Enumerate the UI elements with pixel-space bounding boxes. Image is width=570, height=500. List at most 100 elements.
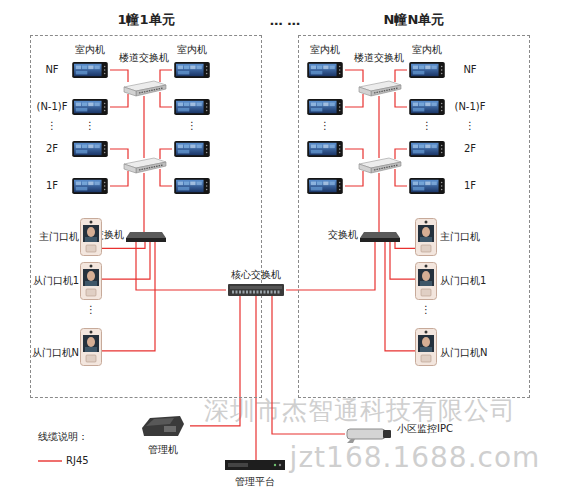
device-label: 主门口机 bbox=[38, 230, 79, 244]
diagram-label: (N-1)F bbox=[454, 102, 485, 112]
cable-wire bbox=[160, 92, 172, 107]
diagram-label: NF bbox=[463, 65, 476, 75]
device-node: 从门口机N bbox=[415, 328, 493, 366]
device-icon bbox=[345, 426, 395, 444]
indoor-monitor bbox=[72, 141, 108, 157]
device-label: 管理机 bbox=[136, 443, 190, 457]
cable-wire bbox=[110, 70, 128, 82]
device-symbol bbox=[416, 219, 437, 256]
device-icon bbox=[80, 262, 102, 300]
diagram-label: ⋮ bbox=[86, 305, 96, 315]
device-node: 主门口机 bbox=[38, 218, 102, 256]
device-label: 管理平台 bbox=[224, 475, 286, 489]
legend-text: RJ45 bbox=[66, 456, 89, 466]
cable-wire bbox=[160, 70, 172, 82]
diagram-label: (N-1)F bbox=[36, 102, 67, 112]
cable-line bbox=[102, 242, 150, 279]
watermark-text: 深圳市杰智通科技有限公司 bbox=[204, 398, 516, 423]
device-node: 从门口机N bbox=[30, 328, 102, 366]
device-label: 核心交换机 bbox=[216, 268, 296, 282]
indoor-monitor bbox=[72, 178, 108, 194]
legend-line-sample bbox=[38, 460, 62, 461]
cable-line bbox=[190, 296, 240, 426]
cable-line bbox=[390, 242, 415, 279]
cable-wire bbox=[160, 149, 172, 159]
device-label: 小区监控IPC bbox=[397, 422, 457, 436]
device-node: 主门口机 bbox=[415, 218, 485, 256]
diagram-label: 室内机 bbox=[75, 45, 105, 55]
device-node: 交换机 bbox=[92, 228, 166, 242]
unit-box: 1幢1单元交换机主门口机从门口机1 从门口机N bbox=[30, 8, 262, 398]
watermark-text: jzt168.1688.com bbox=[290, 444, 541, 472]
cable-line bbox=[136, 242, 226, 290]
diagram-label: 室内机 bbox=[412, 45, 442, 55]
device-icon bbox=[415, 262, 437, 300]
diagram-label: … … bbox=[270, 14, 301, 27]
corridor-switch bbox=[124, 158, 166, 173]
device-label: 从门口机N bbox=[30, 346, 79, 360]
diagram-label: 线缆说明： bbox=[38, 432, 88, 442]
diagram-label: 1F bbox=[46, 181, 58, 191]
cable-line bbox=[385, 242, 415, 351]
unit-dashed-border bbox=[298, 35, 530, 398]
device-node: 管理机 bbox=[136, 414, 190, 458]
diagram-label: ⋮ bbox=[85, 121, 95, 131]
device-icon bbox=[80, 218, 102, 256]
diagram-label: 2F bbox=[46, 144, 58, 154]
diagram-label: 1F bbox=[464, 181, 476, 191]
unit-dashed-border bbox=[30, 35, 262, 398]
diagram-label: 室内机 bbox=[177, 45, 207, 55]
cable-wire bbox=[110, 94, 128, 107]
device-node: 从门口机1 bbox=[30, 262, 102, 300]
device-icon bbox=[228, 284, 284, 296]
device-label: 从门口机1 bbox=[30, 274, 79, 288]
diagram-label: ⋮ bbox=[187, 121, 197, 131]
device-node: 交换机 bbox=[326, 228, 400, 242]
cable-wire bbox=[160, 169, 172, 186]
unit-artwork-copy bbox=[307, 62, 445, 232]
device-icon bbox=[126, 232, 166, 242]
device-symbol bbox=[228, 284, 284, 296]
cable-line bbox=[255, 296, 256, 460]
diagram-label: 室内机 bbox=[310, 45, 340, 55]
unit-heading: 1幢1单元 bbox=[30, 12, 262, 28]
diagram-label: ⋮ bbox=[47, 121, 57, 131]
device-label: 交换机 bbox=[326, 228, 358, 242]
indoor-monitor bbox=[174, 141, 210, 157]
device-symbol bbox=[347, 429, 391, 443]
device-icon bbox=[80, 328, 102, 366]
device-symbol bbox=[81, 263, 102, 300]
cable-line bbox=[286, 242, 375, 290]
cable-line bbox=[272, 296, 345, 434]
device-node: 从门口机1 bbox=[415, 262, 493, 300]
device-icon bbox=[360, 232, 400, 242]
diagram-label: 楼道交换机 bbox=[119, 53, 169, 63]
indoor-monitor bbox=[174, 178, 210, 194]
corridor-switch bbox=[124, 81, 166, 96]
device-symbol bbox=[81, 219, 102, 256]
device-node: 小区监控IPC bbox=[345, 420, 457, 448]
device-symbol bbox=[126, 232, 166, 242]
device-node: 管理平台 bbox=[224, 460, 286, 492]
cable-line bbox=[102, 242, 145, 248]
device-icon bbox=[140, 414, 186, 438]
diagram-label: ⋮ bbox=[421, 305, 431, 315]
cable-wire bbox=[143, 96, 144, 158]
diagram-label: ⋮ bbox=[320, 121, 330, 131]
device-icon bbox=[415, 328, 437, 366]
device-symbol bbox=[416, 263, 437, 300]
cable-wire bbox=[110, 149, 128, 159]
diagram-label: 2F bbox=[464, 144, 476, 154]
cable-wire bbox=[143, 173, 144, 232]
diagram-label: NF bbox=[45, 65, 58, 75]
indoor-monitor bbox=[72, 99, 108, 115]
indoor-monitor bbox=[72, 62, 108, 78]
device-label: 主门口机 bbox=[440, 230, 485, 244]
device-symbol bbox=[360, 232, 400, 242]
diagram-label: ⋮ bbox=[422, 121, 432, 131]
device-icon bbox=[415, 218, 437, 256]
unit-artwork bbox=[72, 62, 210, 232]
device-symbol bbox=[142, 416, 184, 436]
cable-wire bbox=[110, 171, 128, 186]
cable-line bbox=[102, 242, 155, 351]
